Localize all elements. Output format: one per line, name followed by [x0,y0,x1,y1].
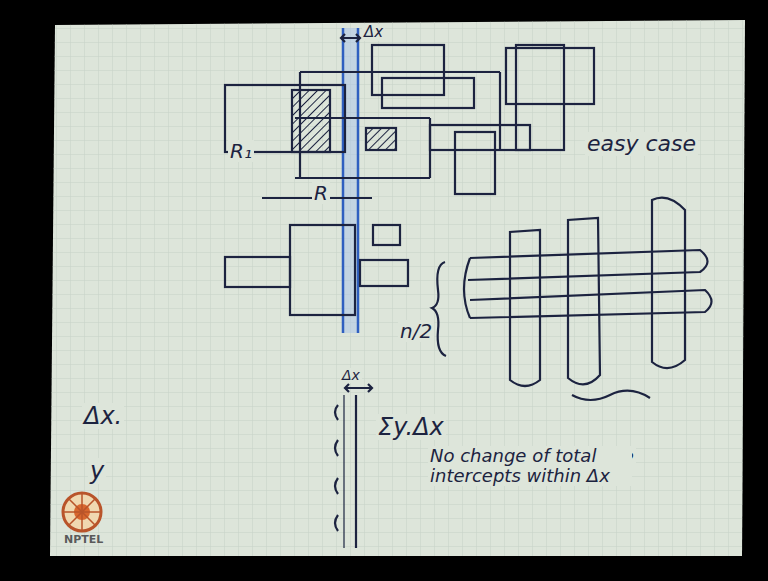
handwritten-label: Σy.Δx [376,414,446,440]
handwritten-label: easy case [585,132,698,156]
handwritten-label: n/2 [398,320,434,342]
logo-text: NPTEL [62,534,105,546]
paper-sheet [50,20,745,556]
strip-edge [357,28,360,333]
handwritten-label: Δx [362,24,385,41]
handwritten-label: Δx [340,368,362,383]
handwritten-label: Δx. [82,403,124,429]
nptel-logo [63,493,101,531]
rectangles-sketch [225,34,712,548]
grid-paper [50,20,745,556]
handwritten-label: y [88,458,106,484]
strip-edge [342,28,345,333]
handwritten-label: R [312,182,330,204]
handwritten-label: No change of total intercepts within Δx [428,446,632,486]
handwritten-label: R₁ [228,140,254,162]
